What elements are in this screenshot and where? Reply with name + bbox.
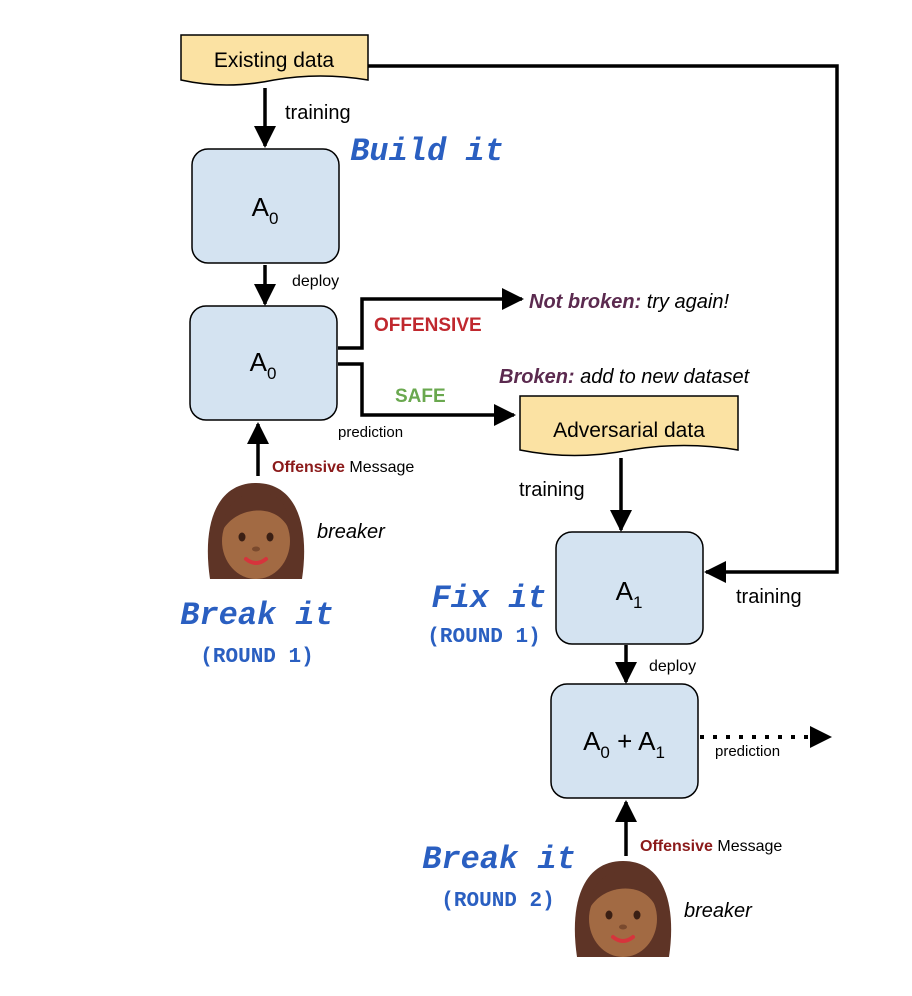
- label-training-adv: training: [519, 479, 585, 501]
- model-combined-plus: +: [610, 726, 638, 756]
- edge-training-right: [368, 64, 839, 583]
- message-1-bold: Offensive: [272, 459, 345, 476]
- dataset-adversarial: Adversarial data: [519, 395, 739, 457]
- label-training-right: training: [736, 586, 802, 608]
- label-deploy-1: deploy: [292, 273, 339, 290]
- label-prediction-1: prediction: [338, 424, 403, 441]
- message-2: Offensive Message: [640, 838, 782, 855]
- message-1-rest: Message: [345, 459, 414, 476]
- model-fixed: A1: [555, 531, 704, 645]
- edge-safe: [338, 362, 516, 426]
- model-deployed-sub: 0: [267, 364, 276, 383]
- dataset-adversarial-label: Adversarial data: [553, 419, 705, 442]
- model-combined-name-b: A: [638, 726, 656, 756]
- dataset-existing-label: Existing data: [214, 49, 335, 72]
- breaker-label-2: breaker: [684, 900, 753, 922]
- outcome-not-broken-bold: Not broken:: [529, 291, 641, 313]
- model-build-sub: 0: [269, 209, 278, 228]
- model-deployed: A0: [189, 305, 338, 421]
- label-training-top: training: [285, 102, 351, 124]
- svg-text:A0: A0: [252, 192, 279, 228]
- label-prediction-2: prediction: [715, 743, 780, 760]
- outcome-broken-rest: add to new dataset: [575, 366, 751, 388]
- model-combined-sub-a: 0: [600, 743, 609, 762]
- phase-round-1-fix: (ROUND 1): [427, 626, 540, 649]
- message-1: Offensive Message: [272, 459, 414, 476]
- model-combined-name-a: A: [583, 726, 601, 756]
- model-deployed-name: A: [250, 347, 268, 377]
- phase-round-2: (ROUND 2): [441, 890, 554, 913]
- label-offensive: OFFENSIVE: [374, 315, 482, 336]
- dataset-existing: Existing data: [180, 34, 369, 86]
- model-combined-sub-b: 1: [655, 743, 664, 762]
- message-2-bold: Offensive: [640, 838, 713, 855]
- message-2-rest: Message: [713, 838, 782, 855]
- phase-fix-it: Fix it: [431, 580, 546, 617]
- model-build: A0: [191, 148, 340, 264]
- label-deploy-2: deploy: [649, 658, 696, 675]
- phase-build-it: Build it: [350, 133, 504, 170]
- label-safe: SAFE: [395, 386, 446, 407]
- edge-offensive: [338, 288, 524, 350]
- phase-break-it-2: Break it: [422, 841, 576, 878]
- model-fixed-name: A: [616, 576, 634, 606]
- connectors: [247, 64, 839, 856]
- outcome-broken: Broken: add to new dataset: [499, 366, 751, 388]
- phase-round-1: (ROUND 1): [200, 646, 313, 669]
- svg-text:A0: A0: [250, 347, 277, 383]
- woman-face-icon: [572, 859, 674, 959]
- svg-text:A1: A1: [616, 576, 643, 612]
- svg-text:A0 + A1: A0 + A1: [583, 726, 665, 762]
- phase-break-it-1: Break it: [180, 597, 334, 634]
- outcome-not-broken: Not broken: try again!: [529, 291, 729, 313]
- breaker-label-1: breaker: [317, 521, 386, 543]
- model-fixed-sub: 1: [633, 593, 642, 612]
- outcome-not-broken-rest: try again!: [641, 291, 729, 313]
- outcome-broken-bold: Broken:: [499, 366, 575, 388]
- model-build-name: A: [252, 192, 270, 222]
- model-combined: A0 + A1: [550, 683, 699, 799]
- woman-face-icon: [205, 481, 307, 581]
